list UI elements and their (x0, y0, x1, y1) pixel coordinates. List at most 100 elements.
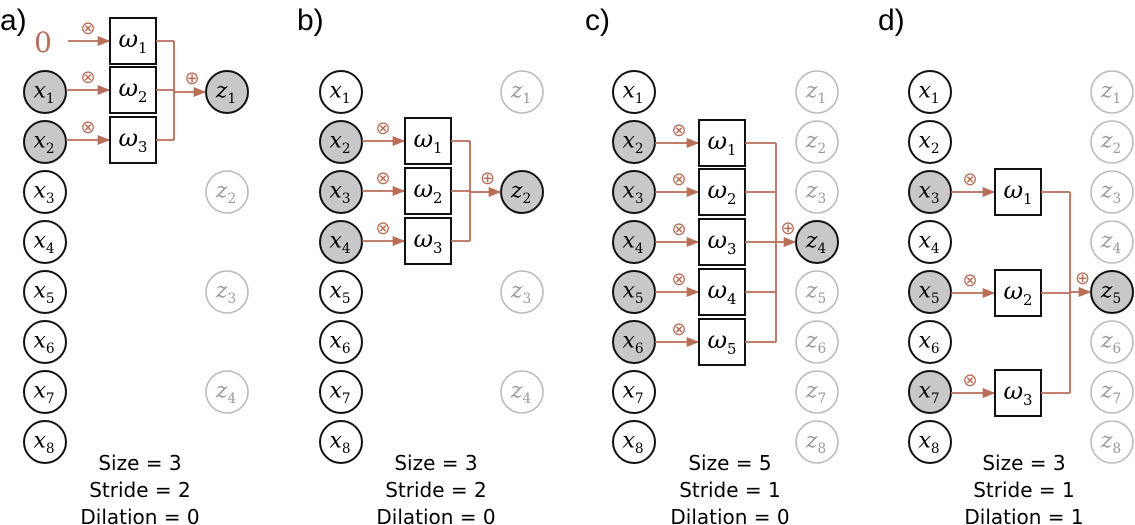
weight-box-3 (698, 218, 746, 266)
output-node-3 (205, 270, 249, 314)
input-label-4: x4 (918, 228, 939, 257)
output-node-4 (1090, 220, 1134, 264)
weight-label-4: ω4 (707, 276, 736, 308)
size-caption: Size = 5 (688, 451, 771, 475)
input-label-8: x8 (33, 428, 54, 457)
output-label-3: z3 (215, 278, 236, 307)
multiply-symbol: ⊗ (962, 370, 977, 391)
weight-box-1 (109, 17, 157, 65)
input-label-7: x7 (918, 378, 939, 407)
input-node-4 (23, 220, 67, 264)
input-node-6 (23, 320, 67, 364)
sum-symbol: ⊕ (780, 218, 795, 239)
output-node-8 (795, 420, 839, 464)
input-node-8 (319, 420, 363, 464)
output-node-3 (1090, 170, 1134, 214)
weight-label-2: ω2 (1003, 277, 1032, 309)
output-label-8: z8 (1100, 428, 1121, 457)
input-node-5 (908, 270, 952, 314)
input-label-6: x6 (33, 328, 54, 357)
multiply-symbol: ⊗ (375, 218, 390, 239)
input-label-3: x3 (622, 178, 643, 207)
output-node-2 (205, 170, 249, 214)
panel-label: a) (0, 4, 27, 37)
input-label-6: x6 (918, 328, 939, 357)
weight-label-2: ω2 (413, 175, 442, 207)
panel-label: c) (585, 4, 610, 37)
panel-label: b) (297, 4, 324, 37)
size-caption: Size = 3 (394, 451, 477, 475)
input-node-5 (23, 270, 67, 314)
multiply-symbol: ⊗ (375, 118, 390, 139)
output-label-5: z5 (1100, 278, 1121, 307)
output-label-1: z1 (1100, 78, 1121, 107)
input-node-7 (23, 370, 67, 414)
output-label-4: z4 (1100, 228, 1121, 257)
weight-label-5: ω5 (707, 326, 736, 358)
input-node-1 (612, 70, 656, 114)
output-label-6: z6 (805, 328, 826, 357)
input-label-5: x5 (329, 278, 350, 307)
output-label-4: z4 (215, 378, 236, 407)
multiply-symbol: ⊗ (671, 120, 686, 141)
weight-box-5 (698, 318, 746, 366)
panel-a: a)x1x2x3x4x5x6x7x8z1z2z3z40⊗ω1⊗ω2⊗ω3⊕Siz… (0, 4, 249, 525)
weight-label-3: ω3 (118, 124, 147, 156)
stride-caption: Stride = 1 (679, 478, 781, 502)
input-node-8 (23, 420, 67, 464)
output-label-3: z3 (1100, 178, 1121, 207)
input-node-7 (319, 370, 363, 414)
input-label-8: x8 (329, 428, 350, 457)
stride-caption: Stride = 1 (973, 478, 1075, 502)
input-node-2 (319, 120, 363, 164)
output-node-3 (795, 170, 839, 214)
weight-label-2: ω2 (118, 74, 147, 106)
output-node-7 (1090, 370, 1134, 414)
input-node-4 (908, 220, 952, 264)
input-label-5: x5 (33, 278, 54, 307)
output-node-1 (1090, 70, 1134, 114)
weight-label-3: ω3 (413, 225, 442, 257)
weight-box-3 (109, 116, 157, 164)
weight-label-2: ω2 (707, 176, 736, 208)
input-node-8 (612, 420, 656, 464)
output-node-2 (795, 120, 839, 164)
multiply-symbol: ⊗ (671, 319, 686, 340)
output-label-3: z3 (805, 178, 826, 207)
multiply-symbol: ⊗ (962, 270, 977, 291)
dilation-caption: Dilation = 1 (964, 505, 1083, 525)
input-label-2: x2 (918, 128, 939, 157)
input-node-1 (23, 70, 67, 114)
input-node-3 (23, 170, 67, 214)
input-node-5 (319, 270, 363, 314)
output-label-3: z3 (510, 278, 531, 307)
output-label-1: z1 (510, 78, 531, 107)
output-node-5 (795, 270, 839, 314)
input-node-7 (908, 370, 952, 414)
weight-label-1: ω1 (413, 125, 442, 157)
dilation-caption: Dilation = 0 (80, 505, 199, 525)
weight-box-1 (698, 119, 746, 167)
output-node-4 (500, 370, 544, 414)
input-label-6: x6 (622, 328, 643, 357)
weight-label-1: ω1 (707, 127, 736, 159)
input-node-6 (908, 320, 952, 364)
output-label-2: z2 (510, 178, 531, 207)
input-label-5: x5 (918, 278, 939, 307)
input-label-5: x5 (622, 278, 643, 307)
multiply-symbol: ⊗ (962, 169, 977, 190)
output-node-1 (795, 70, 839, 114)
input-label-8: x8 (918, 428, 939, 457)
weight-box-2 (698, 168, 746, 216)
output-label-2: z2 (1100, 128, 1121, 157)
input-label-1: x1 (329, 78, 350, 107)
sum-symbol: ⊕ (480, 168, 495, 189)
input-node-3 (319, 170, 363, 214)
multiply-symbol: ⊗ (80, 18, 95, 39)
input-label-2: x2 (33, 128, 54, 157)
output-label-8: z8 (805, 428, 826, 457)
output-node-8 (1090, 420, 1134, 464)
output-label-4: z4 (510, 378, 531, 407)
input-label-7: x7 (33, 378, 54, 407)
